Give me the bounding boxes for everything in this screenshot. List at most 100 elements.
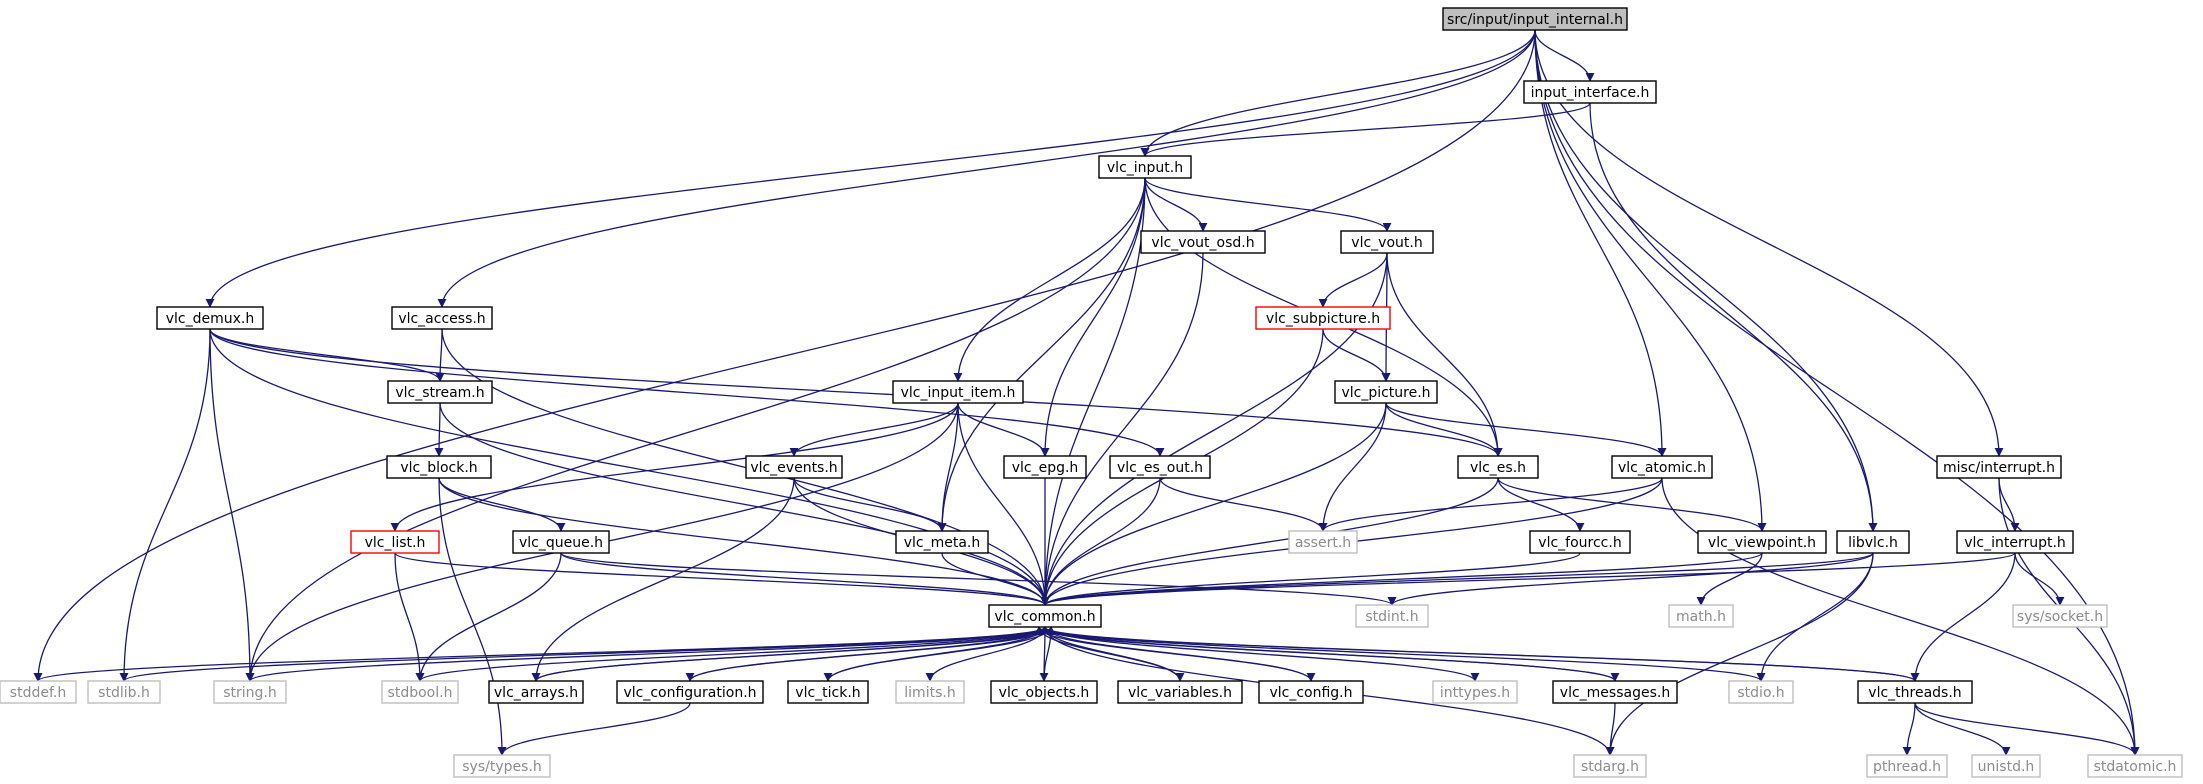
node-vlc-vout-osd[interactable]: vlc_vout_osd.h	[1140, 230, 1266, 254]
node-vlc-atomic[interactable]: vlc_atomic.h	[1611, 455, 1713, 479]
node-vlc-threads[interactable]: vlc_threads.h	[1857, 680, 1973, 704]
edge-vlc-common-to-stdlib	[119, 626, 1046, 682]
node-vlc-demux[interactable]: vlc_demux.h	[156, 306, 264, 330]
edge-vlc-picture-to-vlc-common	[1040, 402, 1387, 606]
edge-vlc-input-item-to-vlc-list	[390, 402, 959, 532]
node-vlc-es[interactable]: vlc_es.h	[1457, 455, 1539, 479]
node-label-vlc-es: vlc_es.h	[1470, 460, 1526, 476]
node-vlc-messages[interactable]: vlc_messages.h	[1552, 680, 1678, 704]
node-label-vlc-epg: vlc_epg.h	[1012, 460, 1079, 476]
node-input-interface[interactable]: input_interface.h	[1523, 80, 1657, 104]
edge-vlc-input-to-vlc-vout	[1144, 177, 1392, 232]
edge-vlc-threads-to-pthread	[1902, 702, 1916, 756]
edge-vlc-interrupt-to-sys-socket	[2014, 552, 2065, 606]
node-box-vlc-interrupt	[1956, 530, 2074, 554]
node-label-stdarg: stdarg.h	[1581, 759, 1639, 775]
edge-vlc-block-to-vlc-queue	[438, 477, 566, 532]
node-vlc-config[interactable]: vlc_config.h	[1258, 680, 1364, 704]
node-box-vlc-vout-osd	[1140, 230, 1266, 254]
node-vlc-vout[interactable]: vlc_vout.h	[1340, 230, 1434, 254]
edge-vlc-interrupt-to-vlc-common	[1040, 552, 2016, 606]
node-label-vlc-interrupt: vlc_interrupt.h	[1964, 535, 2066, 551]
node-label-vlc-arrays: vlc_arrays.h	[494, 685, 578, 701]
node-vlc-viewpoint[interactable]: vlc_viewpoint.h	[1697, 530, 1827, 554]
node-label-vlc-tick: vlc_tick.h	[795, 685, 860, 701]
node-box-vlc-atomic	[1611, 455, 1713, 479]
node-box-stdlib	[87, 680, 161, 704]
node-box-vlc-picture	[1334, 380, 1438, 404]
node-label-vlc-vout-osd: vlc_vout_osd.h	[1151, 235, 1254, 251]
node-vlc-stream[interactable]: vlc_stream.h	[387, 380, 493, 404]
edge-vlc-es-out-to-vlc-common	[1040, 477, 1161, 606]
node-box-vlc-subpicture	[1255, 306, 1391, 330]
node-vlc-common[interactable]: vlc_common.h	[988, 604, 1102, 628]
node-label-vlc-variables: vlc_variables.h	[1128, 685, 1232, 701]
node-root[interactable]: src/input/input_internal.h	[1442, 7, 1628, 31]
edge-vlc-input-to-vlc-common	[1040, 177, 1146, 606]
node-vlc-events[interactable]: vlc_events.h	[745, 455, 843, 479]
node-vlc-queue[interactable]: vlc_queue.h	[512, 530, 610, 554]
node-vlc-block[interactable]: vlc_block.h	[386, 455, 492, 479]
node-vlc-objects[interactable]: vlc_objects.h	[990, 680, 1098, 704]
node-vlc-input-item[interactable]: vlc_input_item.h	[892, 380, 1024, 404]
node-stddef: stddef.h	[0, 680, 77, 704]
node-pthread: pthread.h	[1866, 754, 1948, 778]
node-box-vlc-list	[350, 530, 440, 554]
node-box-vlc-configuration	[616, 680, 764, 704]
node-vlc-configuration[interactable]: vlc_configuration.h	[616, 680, 764, 704]
node-box-unistd	[1971, 754, 2041, 778]
node-vlc-variables[interactable]: vlc_variables.h	[1117, 680, 1243, 704]
node-vlc-epg[interactable]: vlc_epg.h	[1003, 455, 1087, 479]
node-box-vlc-fourcc	[1529, 530, 1631, 554]
edge-vlc-demux-to-stdlib	[119, 328, 211, 682]
node-vlc-access[interactable]: vlc_access.h	[391, 306, 493, 330]
edge-vlc-threads-to-unistd	[1914, 702, 2011, 756]
edge-vlc-input-item-to-vlc-events	[789, 402, 959, 457]
node-vlc-picture[interactable]: vlc_picture.h	[1334, 380, 1438, 404]
node-misc-interrupt[interactable]: misc/interrupt.h	[1936, 455, 2062, 479]
node-vlc-list[interactable]: vlc_list.h	[350, 530, 440, 554]
node-libvlc[interactable]: libvlc.h	[1836, 530, 1910, 554]
node-vlc-es-out[interactable]: vlc_es_out.h	[1109, 455, 1211, 479]
edge-vlc-block-to-sys-types	[438, 477, 507, 756]
edge-root-to-misc-interrupt	[1534, 29, 2004, 457]
node-vlc-fourcc[interactable]: vlc_fourcc.h	[1529, 530, 1631, 554]
edge-vlc-block-to-vlc-common	[438, 477, 1050, 606]
edge-root-to-stddef	[33, 29, 1536, 682]
edge-input-interface-to-vlc-input	[1140, 102, 1591, 157]
node-box-vlc-events	[745, 455, 843, 479]
edge-vlc-common-to-stdio	[1044, 626, 1766, 682]
node-limits: limits.h	[895, 680, 965, 704]
node-label-vlc-subpicture: vlc_subpicture.h	[1266, 311, 1380, 327]
node-box-vlc-demux	[156, 306, 264, 330]
node-vlc-subpicture[interactable]: vlc_subpicture.h	[1255, 306, 1391, 330]
edge-root-to-vlc-input	[1140, 29, 1536, 157]
edge-vlc-stream-to-vlc-block	[434, 402, 444, 457]
node-string: string.h	[213, 680, 287, 704]
node-label-vlc-stream: vlc_stream.h	[395, 385, 484, 401]
node-box-vlc-vout	[1340, 230, 1434, 254]
node-vlc-interrupt[interactable]: vlc_interrupt.h	[1956, 530, 2074, 554]
edge-vlc-picture-to-vlc-atomic	[1385, 402, 1667, 457]
node-box-stdarg	[1573, 754, 1647, 778]
node-vlc-tick[interactable]: vlc_tick.h	[787, 680, 869, 704]
edge-vlc-list-to-stdbool	[394, 552, 425, 682]
edge-root-to-vlc-access	[437, 29, 1536, 308]
edge-vlc-fourcc-to-vlc-common	[1040, 552, 1581, 606]
node-box-vlc-input-item	[892, 380, 1024, 404]
edge-vlc-input-item-to-vlc-common	[957, 402, 1050, 606]
edge-layer	[33, 29, 2140, 756]
node-label-unistd: unistd.h	[1978, 759, 2035, 775]
node-vlc-input[interactable]: vlc_input.h	[1098, 155, 1192, 179]
node-label-vlc-es-out: vlc_es_out.h	[1117, 460, 1203, 476]
edge-vlc-atomic-to-assert	[1318, 477, 1663, 532]
node-label-pthread: pthread.h	[1873, 759, 1941, 775]
node-vlc-arrays[interactable]: vlc_arrays.h	[488, 680, 584, 704]
edge-vlc-threads-to-stdatomic	[1914, 702, 2140, 756]
node-box-vlc-es	[1457, 455, 1539, 479]
node-box-string	[213, 680, 287, 704]
node-vlc-meta[interactable]: vlc_meta.h	[895, 530, 989, 554]
node-box-vlc-input	[1098, 155, 1192, 179]
node-box-limits	[895, 680, 965, 704]
node-label-vlc-input: vlc_input.h	[1107, 160, 1183, 176]
